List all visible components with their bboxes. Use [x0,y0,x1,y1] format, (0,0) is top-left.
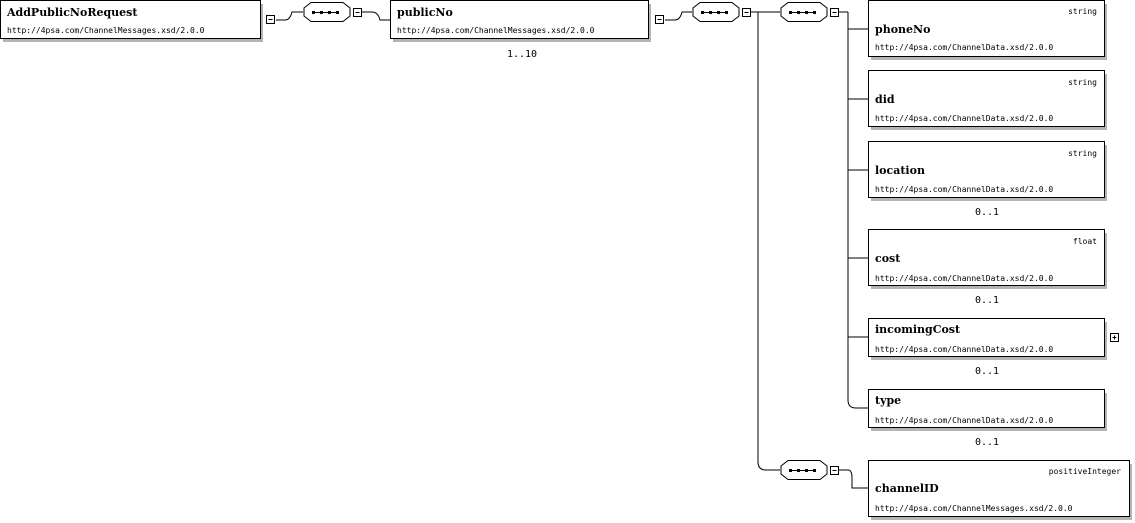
collapse-toggle-publicno[interactable] [655,15,664,24]
element-channelid[interactable]: positiveInteger channelID http://4psa.co… [868,460,1133,521]
element-namespace: http://4psa.com/ChannelData.xsd/2.0.0 [875,416,1053,425]
element-namespace: http://4psa.com/ChannelData.xsd/2.0.0 [875,274,1053,283]
element-name: cost [875,252,901,265]
element-publicno[interactable]: publicNo http://4psa.com/ChannelMessages… [390,0,652,43]
element-name: channelID [875,482,939,495]
connector-seq-channel-seq [757,12,780,471]
element-namespace: http://4psa.com/ChannelData.xsd/2.0.0 [875,114,1053,123]
element-did[interactable]: string did http://4psa.com/ChannelData.x… [868,70,1108,131]
element-type: string [1068,149,1097,158]
element-name: AddPublicNoRequest [6,6,138,19]
collapse-toggle-root[interactable] [266,15,275,24]
element-cost[interactable]: float cost http://4psa.com/ChannelData.x… [868,229,1108,290]
element-name: location [875,164,925,177]
collapse-toggle-channel-seq[interactable] [830,466,839,475]
connector-root-seq [276,11,303,21]
collapse-toggle-inner-seq[interactable] [830,8,839,17]
occurrence-location: 0..1 [975,207,999,218]
element-incomingcost[interactable]: incomingCost http://4psa.com/ChannelData… [868,318,1108,361]
element-name: incomingCost [875,323,961,336]
connector-publicno-seq [665,11,692,21]
occurrence-incomingcost: 0..1 [975,366,999,377]
connector-seq-publicno [362,11,390,21]
sequence-compositor-icon[interactable] [692,2,740,22]
element-namespace: http://4psa.com/ChannelData.xsd/2.0.0 [875,43,1053,52]
element-name: did [875,93,895,106]
element-namespace: http://4psa.com/ChannelData.xsd/2.0.0 [875,185,1053,194]
element-namespace: http://4psa.com/ChannelMessages.xsd/2.0.… [397,26,595,35]
element-type: float [1073,237,1097,246]
element-name: type [875,394,901,407]
sequence-compositor-icon[interactable] [780,2,828,22]
occurrence-publicno: 1..10 [507,49,537,60]
element-namespace: http://4psa.com/ChannelMessages.xsd/2.0.… [875,504,1073,513]
occurrence-cost: 0..1 [975,295,999,306]
element-type: positiveInteger [1049,467,1121,476]
element-phoneno[interactable]: string phoneNo http://4psa.com/ChannelDa… [868,0,1108,61]
element-addpublicnorequest[interactable]: AddPublicNoRequest http://4psa.com/Chann… [0,0,264,43]
sequence-compositor-icon[interactable] [780,460,828,480]
occurrence-type: 0..1 [975,437,999,448]
element-type: string [1068,7,1097,16]
element-name: phoneNo [875,23,930,36]
collapse-toggle-seq2[interactable] [742,8,751,17]
expand-toggle-incomingcost[interactable] [1110,333,1119,342]
collapse-toggle-seq1[interactable] [353,8,362,17]
connector-lines [276,11,868,489]
element-type: string [1068,78,1097,87]
element-location[interactable]: string location http://4psa.com/ChannelD… [868,141,1108,202]
children-bus [847,12,868,409]
element-namespace: http://4psa.com/ChannelMessages.xsd/2.0.… [7,26,205,35]
connector-channel-seq-channelid [839,469,868,489]
element-namespace: http://4psa.com/ChannelData.xsd/2.0.0 [875,345,1053,354]
sequence-compositor-icon[interactable] [303,2,351,22]
element-name: publicNo [397,6,453,19]
element-type[interactable]: type http://4psa.com/ChannelData.xsd/2.0… [868,389,1108,432]
